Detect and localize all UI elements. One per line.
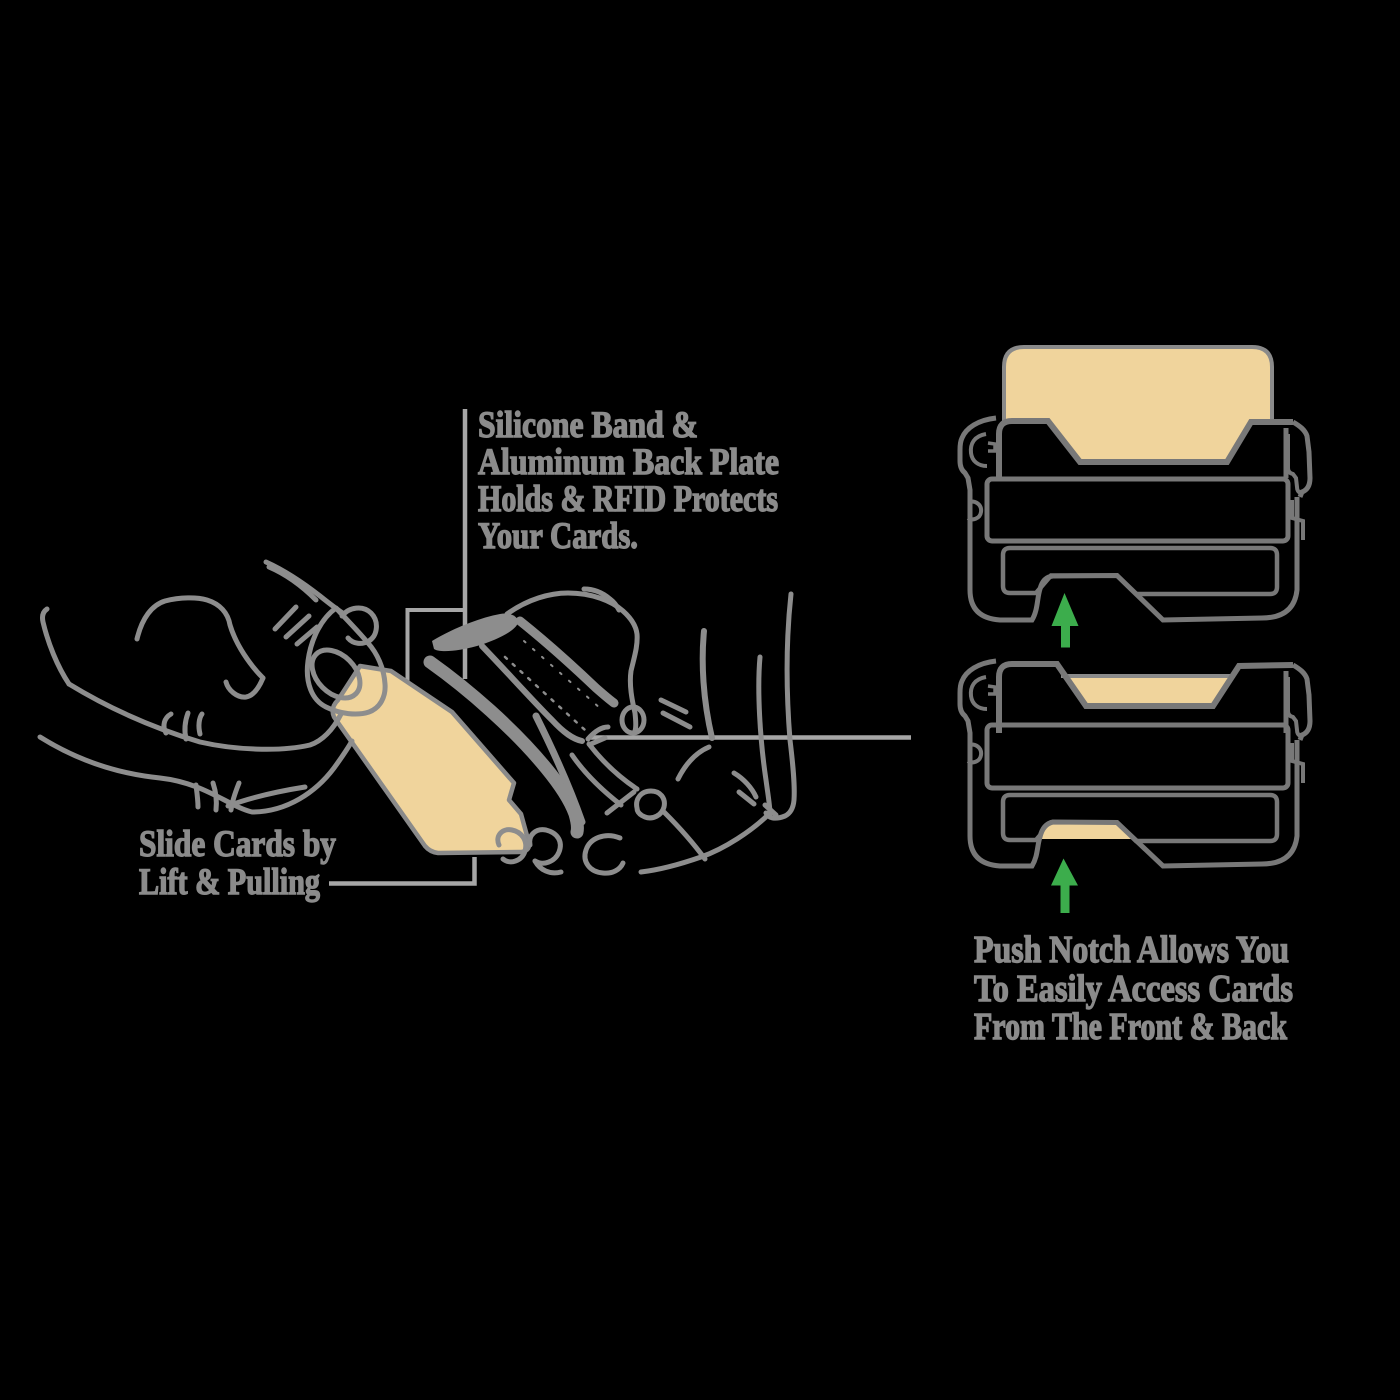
svg-text:Lift & Pulling: Lift & Pulling bbox=[139, 862, 320, 903]
svg-text:Holds & RFID Protects: Holds & RFID Protects bbox=[478, 479, 778, 520]
svg-text:From The Front & Back: From The Front & Back bbox=[974, 1006, 1287, 1048]
svg-text:Push Notch Allows You: Push Notch Allows You bbox=[974, 929, 1289, 971]
svg-text:Aluminum Back Plate: Aluminum Back Plate bbox=[478, 442, 779, 483]
svg-text:Your Cards.: Your Cards. bbox=[478, 516, 638, 557]
svg-text:Slide Cards by: Slide Cards by bbox=[139, 824, 336, 865]
svg-text:Silicone Band &: Silicone Band & bbox=[478, 405, 698, 446]
svg-text:To Easily Access Cards: To Easily Access Cards bbox=[974, 968, 1293, 1010]
